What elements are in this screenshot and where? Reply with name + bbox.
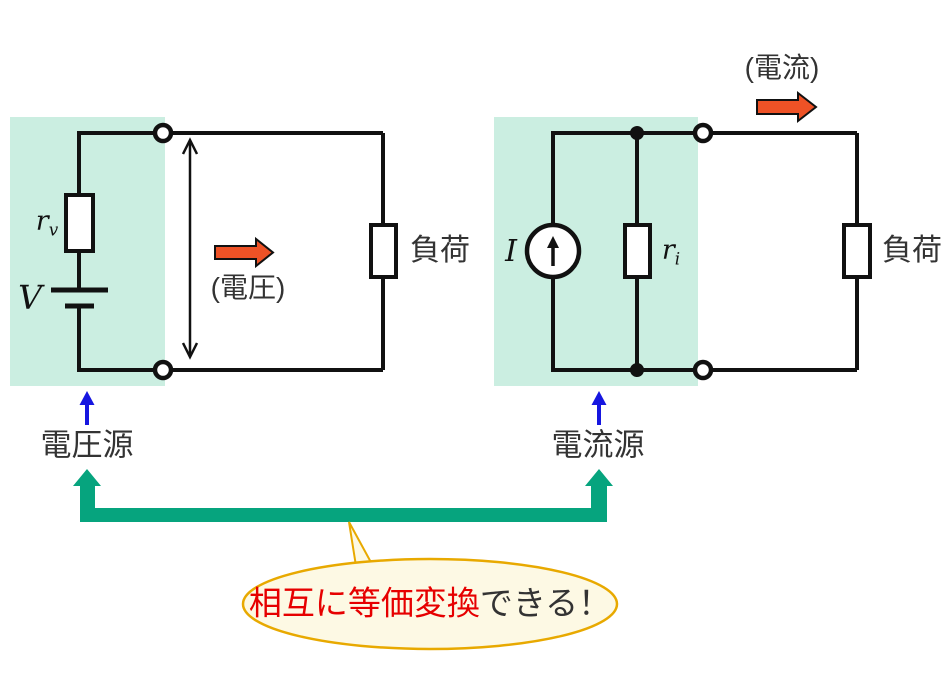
v-emf-label: V (18, 277, 42, 317)
voltage-double-arrow-icon (181, 137, 199, 360)
current-quantity-label: (電流) (744, 52, 820, 83)
equivalence-callout-text: 相互に等価変換できる！ (249, 587, 611, 620)
right-junction-dot-bottom (630, 363, 644, 377)
left-load-label: 負荷 (410, 234, 470, 267)
current-source-name-label: 電流源 (551, 427, 645, 463)
left-load-resistor-symbol (369, 223, 398, 279)
left-blue-pointer-arrow-icon (79, 391, 95, 425)
left-terminal-top (152, 122, 174, 144)
i-current-label: I (505, 234, 517, 269)
left-terminal-bottom (152, 359, 174, 381)
current-arrow-icon (756, 90, 818, 124)
voltage-source-name-label: 電圧源 (40, 427, 134, 463)
right-load-resistor-symbol (842, 223, 872, 279)
right-terminal-top (692, 122, 714, 144)
right-junction-dot-top (630, 126, 644, 140)
right-blue-pointer-arrow-icon (591, 391, 607, 425)
equivalence-bracket-arrow (73, 469, 613, 522)
right-terminal-bottom (692, 359, 714, 381)
rv-internal-resistance-label: rv (35, 205, 59, 240)
voltage-arrow-icon (214, 236, 275, 269)
ri-internal-resistance-label: ri (661, 234, 681, 269)
internal-resistor-ri-symbol (623, 223, 652, 279)
voltage-quantity-label: (電圧) (210, 272, 286, 303)
equivalence-callout-highlight: 相互に等価変換 (248, 584, 480, 622)
current-source-arrow-head (547, 236, 559, 248)
left-circuit-wires (77, 131, 385, 372)
internal-resistor-rv-symbol (64, 193, 95, 253)
equivalence-callout-normal: できる！ (479, 584, 612, 622)
right-load-label: 負荷 (882, 234, 942, 267)
callout-tail (348, 521, 375, 567)
callout-bubble (241, 557, 619, 651)
